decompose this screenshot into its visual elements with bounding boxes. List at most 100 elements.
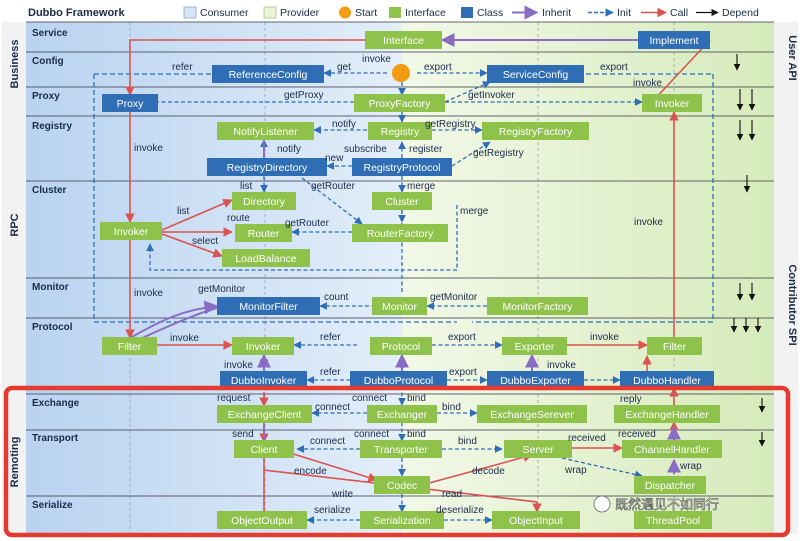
layer-proxy: Proxy <box>32 91 60 102</box>
node-invoker-cluster: Invoker <box>100 222 162 240</box>
node-notify-listener: NotifyListener <box>217 122 314 140</box>
edge-label-export: export <box>424 62 452 73</box>
svg-text:Invoker: Invoker <box>114 226 149 238</box>
edge-label-bind-transport: bind <box>407 429 426 440</box>
edge-label-export-dubbo: export <box>449 367 477 378</box>
svg-text:ReferenceConfig: ReferenceConfig <box>229 69 308 81</box>
svg-text:DubboHandler: DubboHandler <box>633 375 701 387</box>
svg-text:RouterFactory: RouterFactory <box>367 228 434 240</box>
edge-label-get-router-2: getRouter <box>285 218 330 229</box>
node-dubbo-handler: DubboHandler <box>620 371 714 389</box>
watermark-text: 既然遇见不如同行 <box>615 497 719 513</box>
edge-label-encode: encode <box>294 466 327 477</box>
svg-text:RegistryProtocol: RegistryProtocol <box>363 162 440 174</box>
svg-text:Interface: Interface <box>383 35 424 47</box>
edge-label-invoke-dubbo-2: invoke <box>547 360 576 371</box>
side-label-contributor-spi: Contributor SPI <box>786 264 798 345</box>
node-codec: Codec <box>374 476 430 494</box>
edge-label-wrap-2: wrap <box>564 465 587 476</box>
node-exchange-server: ExchangeSerever <box>477 405 587 423</box>
svg-text:Directory: Directory <box>243 196 286 208</box>
layer-config: Config <box>32 56 64 67</box>
edge-label-list-1: list <box>240 181 252 192</box>
node-implement: Implement <box>638 31 710 49</box>
node-invoker-provider: Invoker <box>642 94 702 112</box>
edge-label-invoke-filter: invoke <box>170 333 199 344</box>
svg-text:LoadBalance: LoadBalance <box>235 253 296 265</box>
edge-label-get-router-1: getRouter <box>311 181 356 192</box>
svg-text:ChannelHandler: ChannelHandler <box>634 444 710 456</box>
svg-text:Protocol: Protocol <box>382 341 421 353</box>
node-load-balance: LoadBalance <box>222 249 310 267</box>
svg-text:Dispatcher: Dispatcher <box>645 480 696 492</box>
svg-text:MonitorFactory: MonitorFactory <box>502 301 573 313</box>
edge-label-serialize: serialize <box>314 505 351 516</box>
node-exchange-client: ExchangeClient <box>217 405 312 423</box>
svg-text:RegistryDirectory: RegistryDirectory <box>227 162 308 174</box>
svg-text:Monitor: Monitor <box>382 301 418 313</box>
svg-text:Filter: Filter <box>663 341 687 353</box>
edge-label-connect-exchange-2: connect <box>315 402 350 413</box>
legend-interface: Interface <box>405 7 446 19</box>
edge-label-get-registry-2: getRegistry <box>473 148 524 159</box>
edge-label-merge-1: merge <box>407 181 436 192</box>
legend-class: Class <box>477 7 503 19</box>
node-dubbo-invoker: DubboInvoker <box>220 371 307 389</box>
start-point-icon <box>392 64 410 82</box>
svg-text:Invoker: Invoker <box>246 341 281 353</box>
node-invoker-protocol: Invoker <box>232 337 294 355</box>
layer-exchange: Exchange <box>32 398 80 409</box>
legend-provider: Provider <box>280 7 320 19</box>
svg-text:Client: Client <box>251 444 278 456</box>
edge-label-get-invoker: getInvoker <box>468 90 515 101</box>
node-registry-protocol: RegistryProtocol <box>352 158 452 176</box>
edge-label-register: register <box>409 144 443 155</box>
side-label-rpc: RPC <box>9 213 21 236</box>
wechat-icon <box>593 495 611 513</box>
node-dubbo-protocol: DubboProtocol <box>350 371 447 389</box>
edge-label-refer-dubbo: refer <box>320 367 341 378</box>
svg-text:DubboProtocol: DubboProtocol <box>364 375 433 387</box>
node-object-input: ObjectInput <box>492 511 580 529</box>
layer-protocol: Protocol <box>32 322 73 333</box>
svg-text:Proxy: Proxy <box>117 98 145 110</box>
node-monitor-factory: MonitorFactory <box>487 297 588 315</box>
svg-text:Exchanger: Exchanger <box>377 409 428 421</box>
svg-text:Exporter: Exporter <box>515 341 555 353</box>
node-exporter: Exporter <box>502 337 567 355</box>
edge-label-reply: reply <box>620 394 642 405</box>
edge-label-request: request <box>217 393 251 404</box>
edge-label-write: write <box>331 489 354 500</box>
svg-text:Router: Router <box>248 228 280 240</box>
svg-text:Serialization: Serialization <box>373 515 430 527</box>
svg-text:DubboExporter: DubboExporter <box>500 375 571 387</box>
edge-label-received-1: received <box>568 433 606 444</box>
edge-label-get-proxy: getProxy <box>284 90 323 101</box>
edge-label-decode: decode <box>472 466 505 477</box>
edge-label-invoke-impl: invoke <box>633 78 662 89</box>
node-thread-pool: ThreadPool <box>634 511 712 529</box>
node-client: Client <box>234 440 294 458</box>
edge-label-count: count <box>324 292 349 303</box>
node-monitor-filter: MonitorFilter <box>217 297 320 315</box>
remoting-highlight-box <box>3 385 791 538</box>
edge-label-route: route <box>227 213 250 224</box>
node-registry-directory: RegistryDirectory <box>207 158 327 176</box>
edge-label-export-protocol: export <box>448 332 476 343</box>
edge-label-deserialize: deserialize <box>436 505 484 516</box>
edge-label-invoke-monitor: invoke <box>134 288 163 299</box>
svg-text:ExchangeSerever: ExchangeSerever <box>490 409 574 421</box>
node-router: Router <box>235 224 292 242</box>
node-protocol: Protocol <box>370 337 432 355</box>
watermark: 既然遇见不如同行 <box>593 495 719 513</box>
edge-label-invoke-config: invoke <box>362 54 391 65</box>
node-serialization: Serialization <box>360 511 444 529</box>
node-directory: Directory <box>232 192 296 210</box>
svg-text:ObjectInput: ObjectInput <box>509 515 563 527</box>
edge-label-get: get <box>337 62 351 73</box>
legend-consumer: Consumer <box>200 7 249 19</box>
node-transporter: Transporter <box>360 440 442 458</box>
edge-label-new: new <box>325 153 344 164</box>
svg-text:ObjectOutput: ObjectOutput <box>231 515 293 527</box>
side-label-remoting: Remoting <box>9 437 21 488</box>
